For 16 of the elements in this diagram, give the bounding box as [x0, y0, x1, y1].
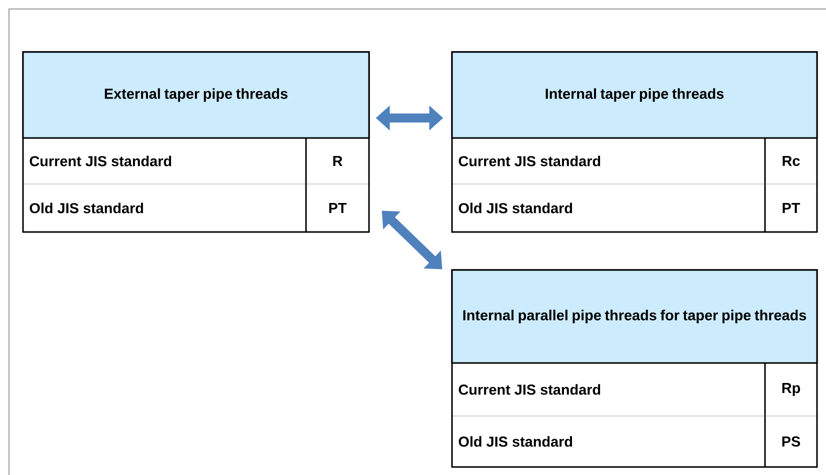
table-heading: External taper pipe threads: [22, 51, 370, 139]
table-heading: Internal parallel pipe threads for taper pipe threads: [451, 269, 818, 364]
table-cell: Current JIS standard: [30, 156, 172, 166]
table-cell: Old JIS standard: [458, 202, 572, 214]
table-cell: PT: [329, 203, 347, 213]
table-cell: R: [333, 156, 342, 166]
table-heading: Internal taper pipe threads: [451, 51, 818, 139]
table-cell: Old JIS standard: [458, 436, 572, 447]
table-cell: Rc: [782, 156, 800, 166]
table-cell: PT: [782, 203, 800, 213]
table-cell: Current JIS standard: [458, 156, 600, 166]
table-cell: Rp: [782, 383, 800, 396]
arrow: [382, 210, 442, 270]
table-cell: PS: [782, 436, 800, 447]
table-cell: Old JIS standard: [30, 202, 144, 214]
table-cell: Current JIS standard: [458, 384, 600, 395]
